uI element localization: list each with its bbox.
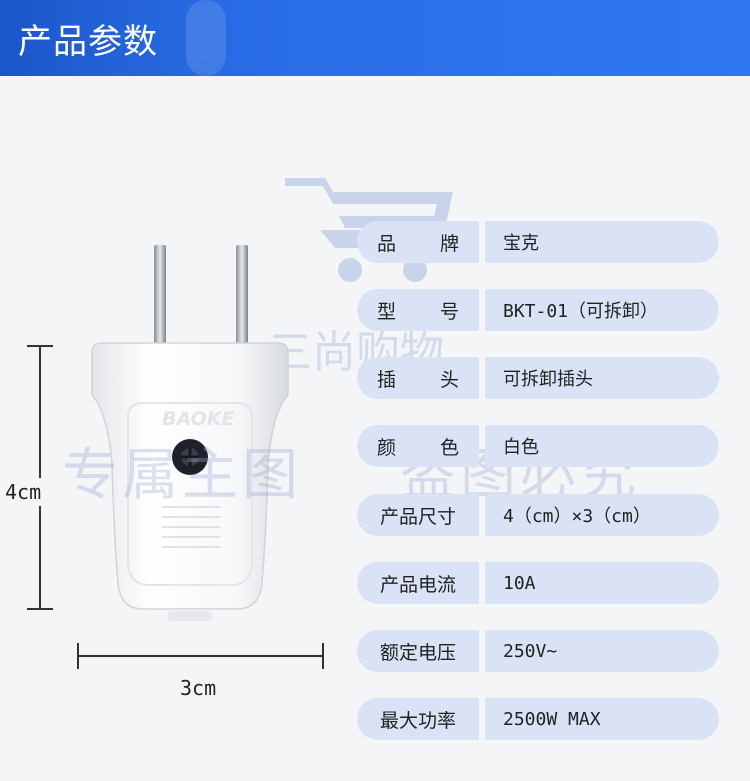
width-dimension-line bbox=[78, 655, 323, 657]
spec-key: 品牌 bbox=[357, 221, 479, 263]
spec-key: 最大功率 bbox=[357, 698, 479, 740]
spec-row-plug: 插头 可拆卸插头 bbox=[357, 357, 719, 399]
spec-value: 250V~ bbox=[485, 630, 719, 672]
spec-value: 2500W MAX bbox=[485, 698, 719, 740]
page-title: 产品参数 bbox=[18, 22, 158, 62]
spec-value: 白色 bbox=[485, 425, 719, 467]
spec-key: 插头 bbox=[357, 357, 479, 399]
spec-value: 可拆卸插头 bbox=[485, 357, 719, 399]
spec-row-current: 产品电流 10A bbox=[357, 562, 719, 604]
spec-key: 产品电流 bbox=[357, 562, 479, 604]
height-label: 4cm bbox=[5, 478, 42, 506]
brand-emboss: BAOKE bbox=[162, 408, 234, 430]
spec-value: BKT-01（可拆卸） bbox=[485, 289, 719, 331]
header-tab bbox=[0, 0, 226, 76]
plug-illustration: BAOKE bbox=[91, 245, 289, 621]
spec-key: 型号 bbox=[357, 289, 479, 331]
width-label: 3cm bbox=[180, 676, 217, 700]
spec-row-size: 产品尺寸 4（cm）×3（cm） bbox=[357, 494, 719, 536]
height-dimension-line bbox=[39, 345, 41, 610]
spec-row-voltage: 额定电压 250V~ bbox=[357, 630, 719, 672]
spec-key: 颜色 bbox=[357, 425, 479, 467]
spec-row-brand: 品牌 宝克 bbox=[357, 221, 719, 263]
spec-row-model: 型号 BKT-01（可拆卸） bbox=[357, 289, 719, 331]
spec-value: 4（cm）×3（cm） bbox=[485, 494, 719, 536]
spec-row-color: 颜色 白色 bbox=[357, 425, 719, 467]
spec-row-power: 最大功率 2500W MAX bbox=[357, 698, 719, 740]
spec-value: 10A bbox=[485, 562, 719, 604]
spec-value: 宝克 bbox=[485, 221, 719, 263]
width-dimension-cap-left bbox=[77, 643, 79, 669]
height-dimension-cap-bottom bbox=[27, 608, 53, 610]
spec-key: 产品尺寸 bbox=[357, 494, 479, 536]
spec-key: 额定电压 bbox=[357, 630, 479, 672]
height-dimension-cap-top bbox=[27, 345, 53, 347]
header-banner: 产品参数 bbox=[0, 0, 750, 76]
width-dimension-cap-right bbox=[322, 643, 324, 669]
